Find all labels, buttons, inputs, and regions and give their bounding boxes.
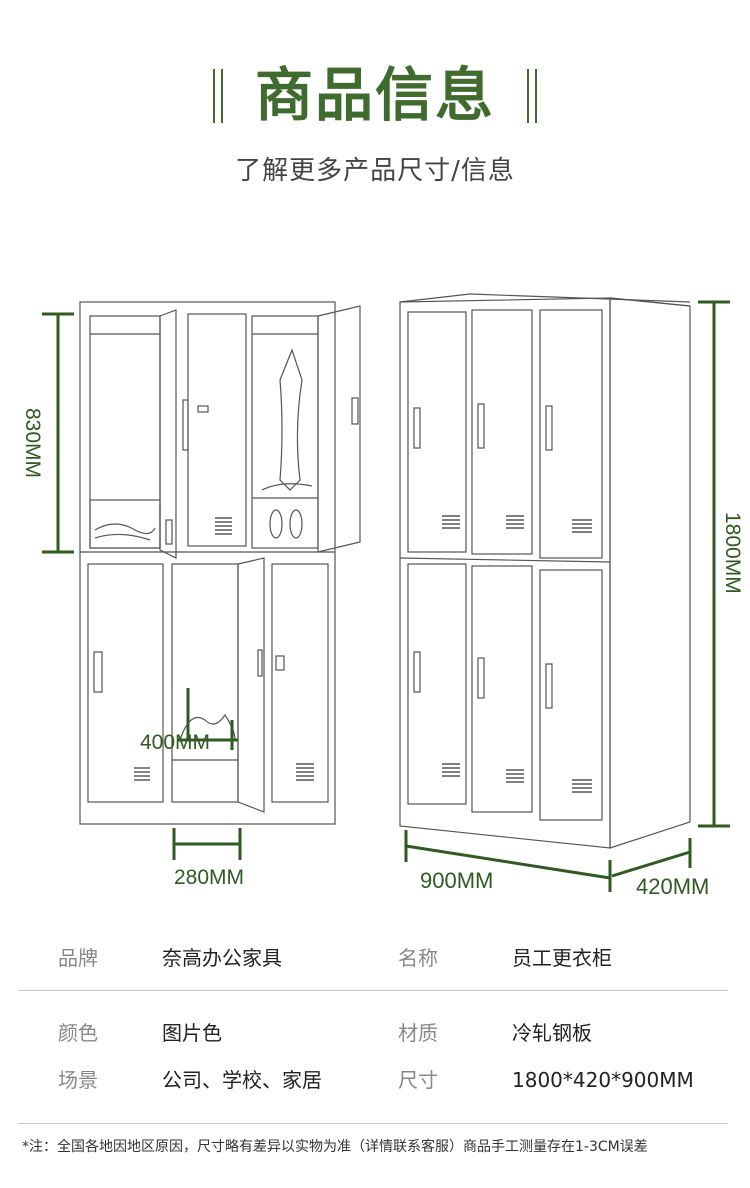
brand-value: 奈高办公家具	[162, 946, 282, 970]
spec-row-brand: 品牌 奈高办公家具 名称 员工更衣柜	[0, 938, 750, 978]
name-label: 名称	[398, 946, 438, 970]
dimension-lines	[42, 300, 730, 892]
page-subtitle: 了解更多产品尺寸/信息	[235, 156, 515, 186]
header: 商品信息	[0, 55, 750, 135]
dim-upper-height: 830MM	[21, 408, 44, 479]
dim-total-height: 1800MM	[721, 512, 744, 594]
name-value: 员工更衣柜	[512, 946, 612, 970]
dim-total-width: 900MM	[420, 868, 494, 893]
size-label: 尺寸	[398, 1068, 438, 1092]
spec-row-scene: 场景 公司、学校、家居 尺寸 1800*420*900MM	[0, 1060, 750, 1100]
size-value: 1800*420*900MM	[512, 1068, 694, 1092]
color-value: 图片色	[162, 1021, 222, 1045]
closed-locker-drawing	[399, 293, 691, 849]
footer-note: *注：全国各地因地区原因，尺寸略有差异以实物为准（详情联系客服）商品手工测量存在…	[22, 1139, 648, 1155]
color-label: 颜色	[58, 1021, 98, 1045]
title-bar-left-2	[221, 69, 223, 123]
title-bar-right-1	[527, 69, 529, 123]
spec-row-color: 颜色 图片色 材质 冷轧钢板	[0, 1013, 750, 1053]
spec-divider-bottom	[18, 1123, 728, 1124]
page-title: 商品信息	[254, 61, 495, 129]
title-bar-right-2	[535, 69, 537, 123]
scene-value: 公司、学校、家居	[162, 1068, 322, 1092]
scene-label: 场景	[58, 1068, 98, 1092]
material-label: 材质	[398, 1021, 438, 1045]
spec-divider	[18, 990, 728, 991]
dim-total-depth: 420MM	[636, 874, 710, 899]
title-bar-left-1	[213, 69, 215, 123]
brand-label: 品牌	[58, 946, 98, 970]
locker-illustration	[42, 293, 730, 892]
material-value: 冷轧钢板	[512, 1021, 592, 1045]
dim-door-width: 280MM	[174, 866, 245, 889]
dim-lower-height: 400MM	[140, 731, 211, 754]
open-locker-drawing	[79, 301, 361, 825]
